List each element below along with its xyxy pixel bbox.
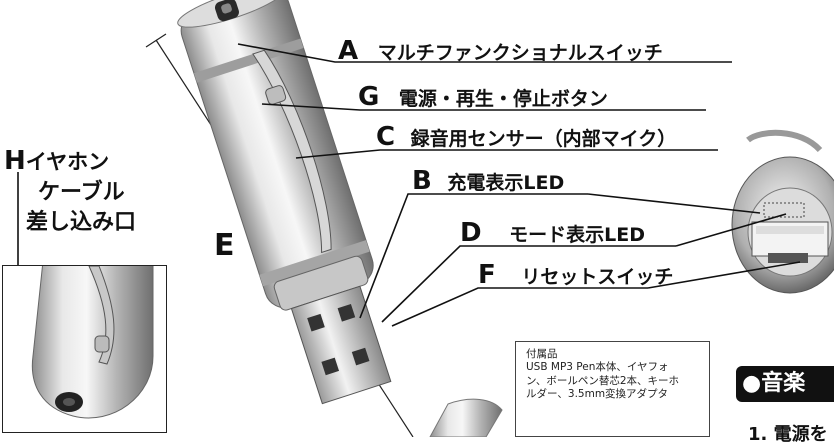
label-f-letter: F bbox=[478, 260, 496, 290]
label-g-letter: G bbox=[358, 82, 380, 112]
label-f: F リセットスイッチ bbox=[478, 262, 673, 288]
label-h-line3: 差し込み口 bbox=[26, 210, 137, 235]
earphone-jack-inset bbox=[2, 265, 167, 433]
label-h-line1: イヤホン bbox=[25, 150, 110, 174]
label-g: G 電源・再生・停止ボタン bbox=[358, 84, 608, 110]
label-b-letter: B bbox=[412, 166, 432, 196]
accessories-line3: ルダー、3.5mm変換アダプタ bbox=[526, 388, 669, 401]
label-f-text: リセットスイッチ bbox=[521, 266, 674, 288]
label-c: C 録音用センサー（内部マイク） bbox=[376, 124, 676, 150]
label-a-text: マルチファンクショナルスイッチ bbox=[377, 42, 663, 64]
label-h-line2: ケーブル bbox=[38, 180, 125, 205]
label-e: E bbox=[214, 228, 235, 263]
pen-end-illustration bbox=[31, 266, 154, 419]
label-h-letter: H bbox=[4, 146, 26, 176]
label-c-letter: C bbox=[376, 122, 396, 152]
end-closeup bbox=[731, 129, 834, 294]
pen-cap-piece bbox=[429, 398, 503, 437]
pen-body bbox=[177, 0, 392, 405]
label-d-letter: D bbox=[460, 218, 482, 248]
label-g-text: 電源・再生・停止ボタン bbox=[398, 88, 608, 110]
label-a-letter: A bbox=[338, 36, 359, 66]
accessories-line2: ン、ボールペン替芯2本、キーホ bbox=[526, 374, 680, 387]
label-d-text: モード表示LED bbox=[509, 224, 646, 246]
label-h: Hイヤホン ケーブル 差し込み口 bbox=[4, 148, 136, 234]
label-c-text: 録音用センサー（内部マイク） bbox=[410, 128, 677, 150]
usb-pen-illustration bbox=[17, 0, 834, 437]
section-badge-music: ●音楽 bbox=[736, 366, 834, 402]
label-d: D モード表示LED bbox=[460, 220, 645, 246]
callout-lines bbox=[237, 43, 801, 327]
label-b-text: 充電表示LED bbox=[447, 172, 565, 194]
accessories-heading: 付属品 bbox=[526, 348, 558, 360]
accessories-line1: USB MP3 Pen本体、イヤフォ bbox=[526, 361, 669, 374]
label-a: A マルチファンクショナルスイッチ bbox=[338, 38, 663, 64]
label-b: B 充電表示LED bbox=[412, 168, 564, 194]
step-text-cut: 1. 電源を bbox=[748, 424, 828, 445]
accessories-box: 付属品 USB MP3 Pen本体、イヤフォ ン、ボールペン替芯2本、キーホ ル… bbox=[515, 341, 710, 437]
